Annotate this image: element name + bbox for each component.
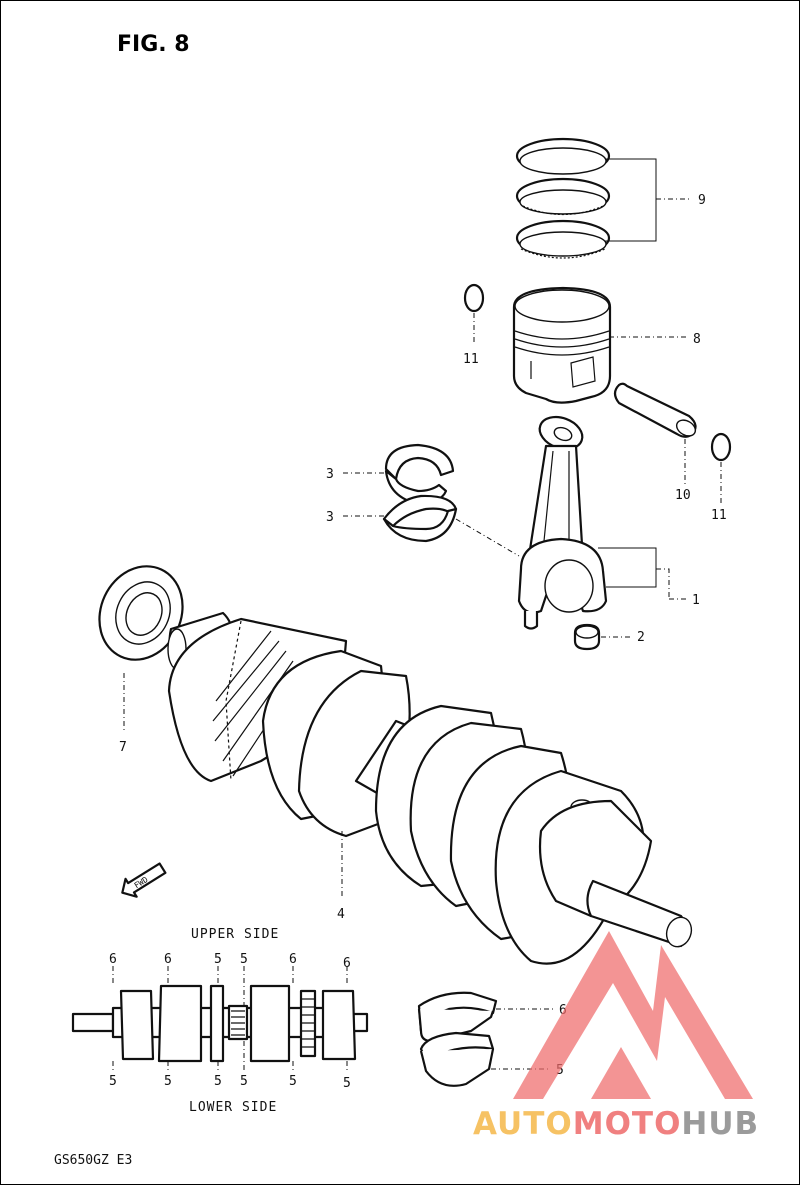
- callout-11-left: 11: [463, 352, 479, 367]
- svg-text:AUTOMOTOHUB: AUTOMOTOHUB: [473, 1106, 759, 1142]
- watermark-auto: AUTO: [473, 1106, 573, 1142]
- upper-number-5: 6: [289, 952, 297, 967]
- upper-number-1: 6: [109, 952, 117, 967]
- piston: [512, 286, 612, 404]
- piston-pin-circlip-right: [710, 432, 732, 462]
- callout-3-upper: 3: [326, 467, 334, 482]
- callout-7: 7: [119, 740, 127, 755]
- callout-8: 8: [693, 332, 701, 347]
- callout-4: 4: [337, 907, 345, 922]
- figure-title: FIG. 8: [117, 32, 190, 57]
- callout-2: 2: [637, 630, 645, 645]
- lower-number-4: 5: [240, 1074, 248, 1089]
- lower-side-label: LOWER SIDE: [189, 1100, 277, 1115]
- upper-number-2: 6: [164, 952, 172, 967]
- watermark-hub: HUB: [681, 1106, 759, 1142]
- lower-number-6: 5: [343, 1076, 351, 1091]
- watermark-moto: MOTO: [573, 1106, 682, 1142]
- upper-number-4: 5: [240, 952, 248, 967]
- conrod-nut: [573, 623, 601, 651]
- bearing-selection-chart: [71, 984, 369, 1063]
- piston-pin-circlip-left: [463, 283, 485, 313]
- upper-number-3: 5: [214, 952, 222, 967]
- conrod-bearing-lower: [382, 494, 458, 543]
- callout-6: 6: [559, 1003, 567, 1018]
- callout-3-lower: 3: [326, 510, 334, 525]
- piston-pin: [613, 382, 697, 438]
- connecting-rod: [517, 415, 608, 630]
- automotohub-watermark: AUTOMOTOHUB: [473, 931, 759, 1142]
- fwd-direction-marker: FWD: [121, 862, 167, 898]
- callout-11-right: 11: [711, 508, 727, 523]
- callout-9: 9: [698, 193, 706, 208]
- crankshaft: [167, 611, 693, 965]
- model-code: GS650GZ E3: [54, 1153, 132, 1168]
- lower-number-1: 5: [109, 1074, 117, 1089]
- lower-number-2: 5: [164, 1074, 172, 1089]
- lower-number-3: 5: [214, 1074, 222, 1089]
- upper-side-label: UPPER SIDE: [191, 927, 279, 942]
- piston-rings: [515, 137, 611, 259]
- callout-10: 10: [675, 488, 691, 503]
- crankshaft-oil-seal: [98, 565, 184, 661]
- callout-1: 1: [692, 593, 700, 608]
- crankshaft-main-bearing: [417, 991, 498, 1087]
- lower-number-5: 5: [289, 1074, 297, 1089]
- automotohub-logo-icon: [513, 931, 753, 1099]
- upper-number-6: 6: [343, 956, 351, 971]
